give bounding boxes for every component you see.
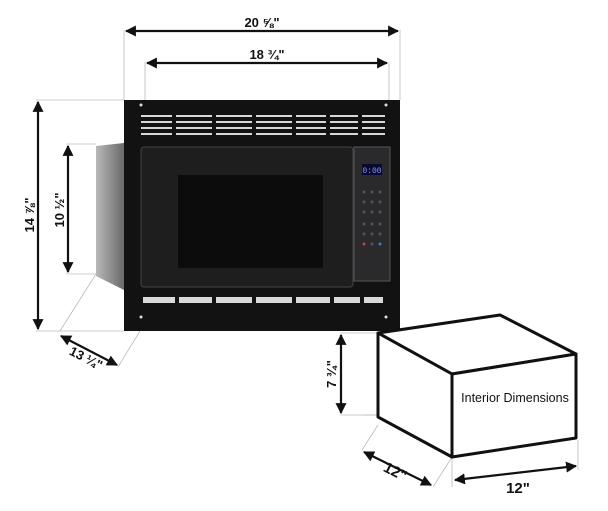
display [362,164,382,175]
control-panel [353,146,391,282]
microwave-side-panel [96,143,124,290]
dimension-arrows [32,25,578,486]
interior-width-label: 12" [506,480,530,497]
display-readout: 0:00 [362,167,381,176]
cutout-width-label: 18 ¾" [249,47,284,62]
bottom-vent-slots [143,297,383,303]
overall-height-label: 14 ⅞" [22,197,37,232]
body-height-label: 10 ½" [52,192,67,227]
keypad [362,190,382,246]
extension-lines [36,30,579,488]
interior-dimensions-label: Interior Dimensions [461,391,569,405]
top-vent-slots [141,115,385,135]
interior-box [376,313,578,459]
interior-height-label: 7 ¾" [324,360,339,388]
door-window [178,175,323,268]
overall-width-label: 20 ⅝" [244,15,279,30]
